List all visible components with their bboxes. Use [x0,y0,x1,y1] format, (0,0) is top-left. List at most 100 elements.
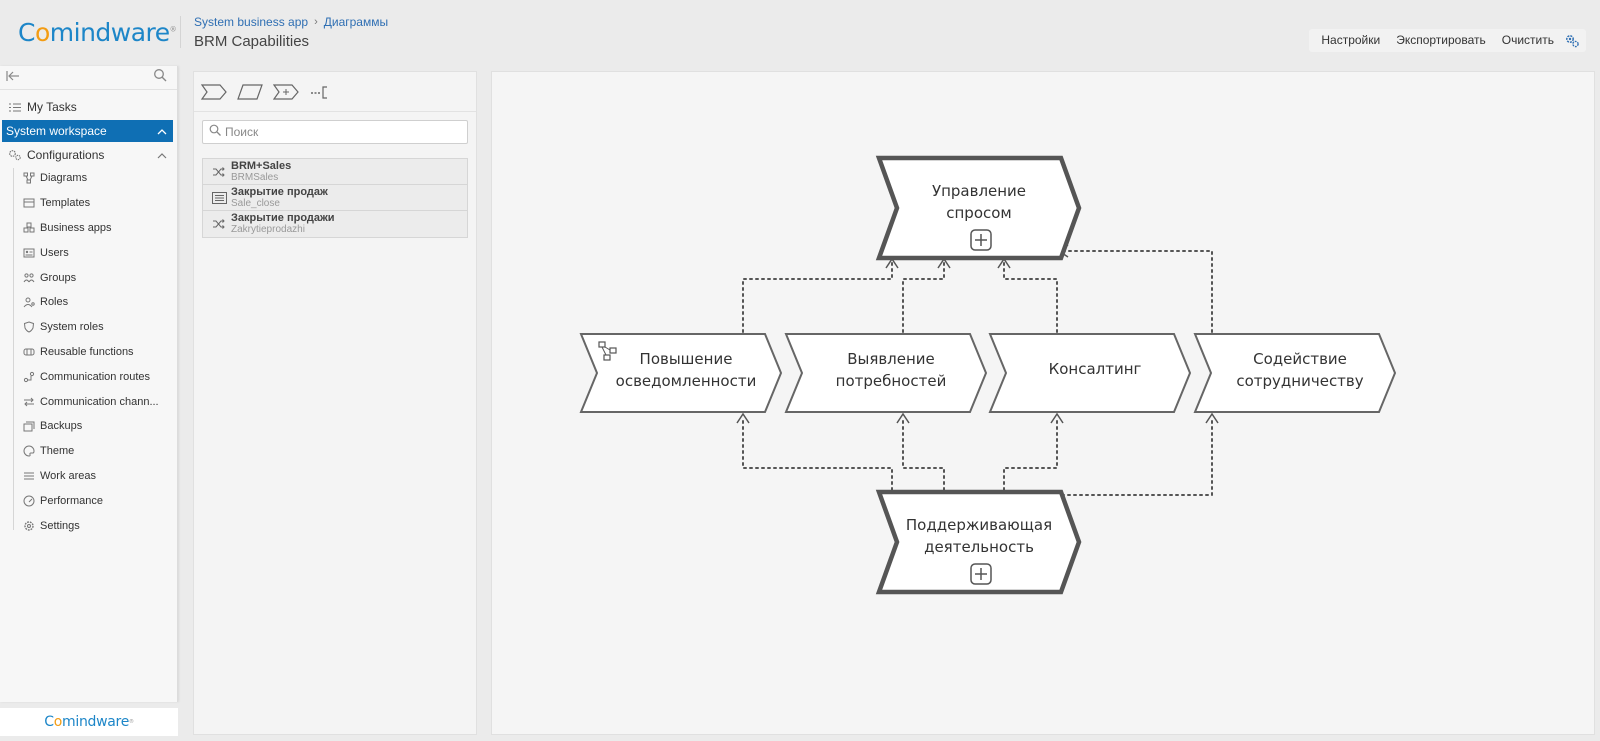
chevron-right-icon: › [314,16,318,28]
gears-icon[interactable] [1562,31,1582,51]
user-card-icon [22,246,35,259]
sidebar-item-backups[interactable]: Backups [0,414,177,439]
nav-my-tasks[interactable]: My Tasks [0,96,177,118]
search-icon[interactable] [153,68,167,87]
dependency-connector [902,416,945,491]
nav-my-tasks-label: My Tasks [27,100,77,114]
sidebar-item-users[interactable]: Users [0,240,177,265]
header-divider [180,16,181,48]
sidebar-item-label: System roles [40,321,104,334]
sidebar-item-settings[interactable]: Settings [0,513,177,538]
page-title: BRM Capabilities [194,33,310,50]
list-doc-icon [211,190,227,206]
palette-item-name: BRM+Sales [231,159,292,172]
shape-label-line: осведомленности [616,372,757,390]
arrow-head [896,412,910,424]
dependency-connector [742,416,893,491]
shape-toolbar [194,72,476,112]
shape-label-line: спросом [946,204,1012,222]
palette-item-name: Закрытие продажи [231,212,335,224]
breadcrumb: System business app › Диаграммы [194,15,388,29]
sidebar: My Tasks System workspace Configurations… [0,66,178,702]
chevron-shape-icon[interactable] [200,82,228,102]
palette-icon [22,445,35,458]
subprocess-shape-icon[interactable] [272,82,300,102]
app-logo[interactable]: Comindware® [18,18,177,47]
sidebar-item-theme[interactable]: Theme [0,439,177,464]
sidebar-item-performance[interactable]: Performance [0,488,177,513]
sidebar-item-label: Reusable functions [40,345,134,358]
sidebar-item-label: Groups [40,271,77,284]
shape-label-line: Выявление [847,350,935,368]
shape-label-line: Консалтинг [1049,360,1142,378]
sidebar-item-label: Roles [40,296,69,309]
toolbar: Настройки Экспортировать Очистить [1309,29,1586,52]
search-icon [209,123,221,141]
clear-button[interactable]: Очистить [1501,33,1554,47]
sidebar-item-label: Business apps [40,221,112,234]
annotation-shape-icon[interactable] [308,82,336,102]
hierarchy-icon [598,341,617,361]
chevron-up-icon[interactable] [157,148,167,162]
export-button[interactable]: Экспортировать [1396,33,1486,47]
nav-system-workspace-label: System workspace [6,124,107,138]
sidebar-item-label: Work areas [40,469,97,482]
dependency-connector [902,261,945,333]
business-apps-icon [22,221,35,234]
chevron-up-icon[interactable] [157,124,167,138]
sidebar-item-label: Communication chann... [40,395,159,408]
collapse-sidebar-icon[interactable] [6,69,20,87]
capability-awareness [579,333,783,413]
shuffle-icon [211,216,227,232]
shape-label-line: Управление [932,182,1026,200]
nav-system-workspace[interactable]: System workspace [2,120,173,142]
dependency-connector [1061,250,1213,333]
sidebar-item-templates[interactable]: Templates [0,191,177,216]
capability-consulting [988,333,1192,413]
capability-needs [784,333,988,413]
sidebar-item-business-apps[interactable]: Business apps [0,216,177,241]
sidebar-item-system-roles[interactable]: System roles [0,315,177,340]
parallelogram-shape-icon[interactable] [236,82,264,102]
capability-bottom [875,489,1082,595]
function-icon [22,345,35,358]
channel-icon [22,395,35,408]
diagram-icon [22,172,35,185]
arrow-head [736,412,750,424]
sidebar-item-groups[interactable]: Groups [0,265,177,290]
search-input[interactable] [225,125,455,139]
nav-configurations[interactable]: Configurations [0,144,177,166]
breadcrumb-diagrams[interactable]: Диаграммы [323,15,389,29]
sidebar-item-communication-chann[interactable]: Communication chann... [0,389,177,414]
sidebar-item-work-areas[interactable]: Work areas [0,464,177,489]
dependency-connector [742,261,893,333]
shield-icon [22,321,35,334]
breadcrumb-app[interactable]: System business app [194,15,309,29]
palette-search[interactable] [202,120,468,144]
gear-icon [22,519,35,532]
settings-button[interactable]: Настройки [1321,33,1381,47]
sidebar-item-label: Performance [40,494,103,507]
sidebar-item-roles[interactable]: Roles [0,290,177,315]
capability-top [875,155,1082,261]
sidebar-item-communication-routes[interactable]: Communication routes [0,364,177,389]
sidebar-item-reusable-functions[interactable]: Reusable functions [0,340,177,365]
palette-item-alias: Sale_close [231,197,280,209]
palette-item-name: Закрытие продаж [231,185,328,198]
sidebar-item-diagrams[interactable]: Diagrams [0,166,177,191]
template-icon [22,197,35,210]
gears-icon [8,148,22,162]
